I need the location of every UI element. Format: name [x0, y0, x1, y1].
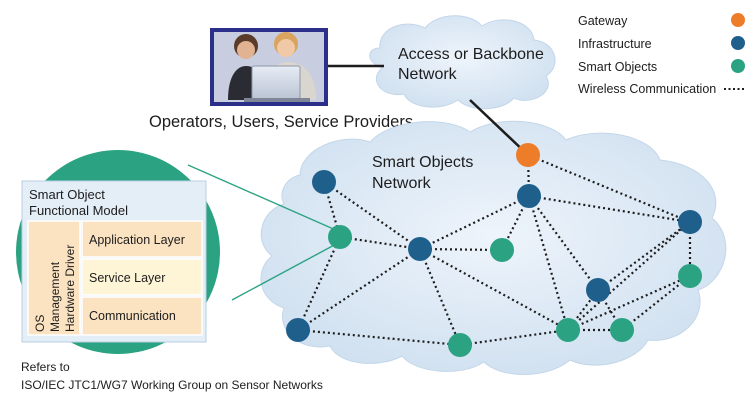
wireless-link: [528, 194, 691, 224]
legend-swatch-smart-objects: [731, 59, 745, 73]
legend-swatch-infrastructure: [731, 36, 745, 50]
application-layer-box: [81, 220, 203, 258]
legend-label-wireless: Wireless Communication: [578, 82, 716, 96]
side-label-hardware-driver: Hardware Driver: [63, 245, 77, 332]
access-network-cloud: Access or Backbone Network: [369, 15, 556, 110]
network-nodes: [286, 143, 702, 357]
application-layer-label: Application Layer: [89, 233, 185, 247]
wireless-link: [597, 221, 691, 291]
smart-objects-network-label-line1: Smart Objects: [372, 154, 473, 171]
side-labels-box: [27, 220, 81, 336]
access-network-label-line2: Network: [398, 66, 458, 83]
infrastructure-node: [678, 210, 702, 234]
functional-model-title-line2: Functional Model: [29, 203, 128, 218]
communication-layer-box: [81, 296, 203, 336]
legend-label-gateway: Gateway: [578, 14, 628, 28]
smart-object-node: [448, 333, 472, 357]
smart-object-node: [678, 264, 702, 288]
service-layer-box: [81, 258, 203, 296]
legend-label-smart-objects: Smart Objects: [578, 60, 657, 74]
wireless-link: [459, 328, 569, 347]
functional-model: Smart Object Functional Model OS Managem…: [16, 150, 220, 354]
legend: Gateway Infrastructure Smart Objects Wir…: [578, 13, 746, 96]
communication-layer-label: Communication: [89, 309, 176, 323]
wireless-link: [567, 221, 691, 331]
side-label-management: Management: [48, 261, 62, 332]
wireless-link: [527, 195, 570, 331]
footnote-line2: ISO/IEC JTC1/WG7 Working Group on Sensor…: [21, 378, 323, 392]
side-label-os: OS: [33, 315, 47, 332]
smart-object-node: [610, 318, 634, 342]
wireless-link: [419, 248, 569, 331]
smart-object-node: [490, 238, 514, 262]
infrastructure-node: [517, 184, 541, 208]
smart-object-node: [328, 225, 352, 249]
functional-model-title-line1: Smart Object: [29, 187, 105, 202]
wireless-link: [418, 248, 462, 346]
footnote-line1: Refers to: [21, 360, 70, 374]
wireless-link: [296, 236, 342, 331]
gateway-node: [516, 143, 540, 167]
service-layer-label: Service Layer: [89, 271, 165, 285]
legend-label-infrastructure: Infrastructure: [578, 37, 652, 51]
infrastructure-node: [408, 237, 432, 261]
infrastructure-node: [286, 318, 310, 342]
legend-swatch-gateway: [731, 13, 745, 27]
infrastructure-node: [586, 278, 610, 302]
infrastructure-node: [312, 170, 336, 194]
wireless-link: [567, 274, 691, 332]
wireless-link: [419, 247, 503, 252]
wireless-link: [419, 195, 530, 250]
callout-line: [187, 164, 339, 232]
smart-objects-network-label-line2: Network: [372, 175, 432, 192]
wireless-link: [527, 153, 691, 224]
gateway-uplink: [469, 99, 529, 156]
access-network-label-line1: Access or Backbone: [398, 46, 544, 63]
smart-object-node: [556, 318, 580, 342]
wireless-link: [339, 235, 421, 251]
callout-line: [231, 242, 339, 301]
operators-caption: Operators, Users, Service Providers: [149, 113, 413, 131]
operators-illustration: [210, 28, 328, 106]
wireless-link: [297, 328, 461, 347]
